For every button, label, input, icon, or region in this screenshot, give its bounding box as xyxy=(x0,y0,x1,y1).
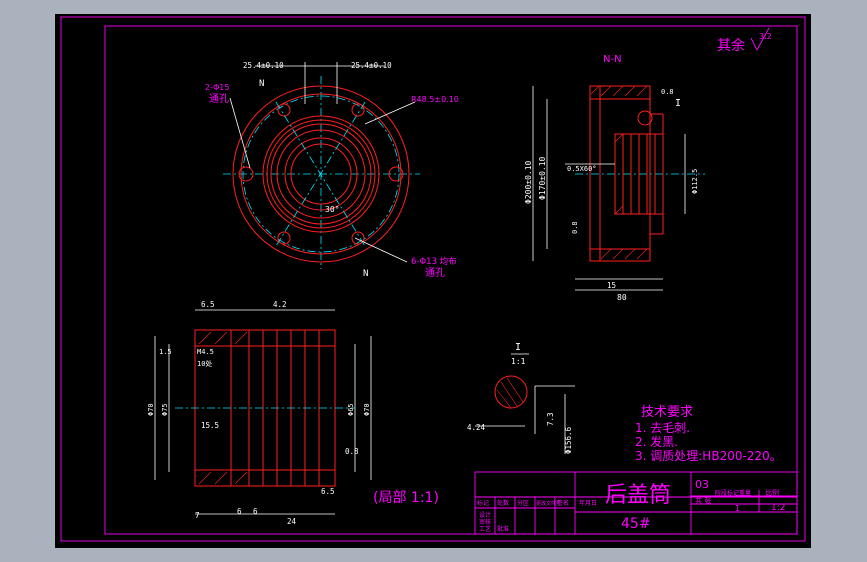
front-section-mark-bottom: N xyxy=(363,269,368,279)
cad-viewport[interactable]: 其余 3.2 25.4±0.10 25.4±0.10 2-Φ15 通孔 N xyxy=(55,14,811,548)
partial-dim-m: M4.5 xyxy=(197,348,214,356)
front-section-mark-top: N xyxy=(259,79,264,89)
section-thread-dim: 0.8 xyxy=(571,221,579,234)
partial-dia-right-2: Φ70 xyxy=(363,403,371,416)
title-row-label-0: 标记 xyxy=(477,499,489,507)
front-angle: 30° xyxy=(325,205,339,214)
tech-item-3: 3. 调质处理:HB200-220。 xyxy=(635,449,782,463)
title-row-label-4: 签名 xyxy=(557,499,569,507)
title-sign-3: 批准 xyxy=(497,525,509,533)
tech-item-2: 2. 发黑. xyxy=(635,434,678,449)
partial-dia-left-2: Φ75 xyxy=(161,403,169,416)
section-detail-mark: I xyxy=(675,98,681,109)
title-sheet-label: 共 张 xyxy=(695,496,711,505)
front-holes-6: 6-Φ13 均布 xyxy=(411,256,457,267)
partial-scale-note: (局部 1:1) xyxy=(373,490,439,506)
detail-dim-a: 4.24 xyxy=(467,423,486,432)
detail-dim-c: Φ156.6 xyxy=(564,426,573,454)
title-drawing-no: 03 xyxy=(695,478,709,491)
roughness-value: 3.2 xyxy=(759,32,772,41)
partial-dim-15: 1.5 xyxy=(159,348,172,356)
section-dia-mid: Φ170±0.10 xyxy=(538,156,547,200)
cad-drawing: 其余 3.2 25.4±0.10 25.4±0.10 2-Φ15 通孔 N xyxy=(60,16,806,542)
partial-dia-left-1: Φ70 xyxy=(147,403,155,416)
title-material: 45# xyxy=(621,516,651,532)
section-dim-80: 80 xyxy=(617,293,627,302)
partial-dim-155: 15.5 xyxy=(201,421,219,430)
partial-dim-10: 10处 xyxy=(197,359,212,368)
front-dim-right: 25.4±0.10 xyxy=(351,61,392,70)
section-dia-outer: Φ200±0.10 xyxy=(524,160,533,204)
front-dim-left: 25.4±0.10 xyxy=(243,61,284,70)
roughness-note: 其余 xyxy=(717,37,745,54)
front-holes-2: 2-Φ15 xyxy=(205,83,229,92)
section-dim-15: 15 xyxy=(607,281,616,290)
title-stage-0: 阶段标记 xyxy=(715,489,739,497)
front-holes-6-note: 通孔 xyxy=(425,267,445,279)
partial-dim-top-right: 4.2 xyxy=(273,300,287,309)
section-title: N-N xyxy=(603,54,622,65)
title-row-label-2: 分区 xyxy=(517,499,529,507)
detail-scale: 1:1 xyxy=(511,357,526,366)
partial-dim-bot-4: 24 xyxy=(287,517,297,526)
title-sign-1: 审核 xyxy=(479,518,491,526)
title-sign-2: 工艺 xyxy=(479,525,491,533)
roughness-symbol xyxy=(750,27,770,51)
title-scale-value: 1:2 xyxy=(771,503,785,513)
title-row-label-1: 处数 xyxy=(497,499,509,507)
section-thread: 0.5X60° xyxy=(567,165,597,173)
partial-dim-bot-5: 6.5 xyxy=(321,487,335,496)
tech-item-1: 1. 去毛刺. xyxy=(635,421,690,435)
detail-view xyxy=(475,353,575,454)
partial-dim-bot-2: 6 xyxy=(237,507,242,516)
title-row-label-5: 年月日 xyxy=(579,499,597,507)
partial-dim-bot-1: 7 xyxy=(195,511,200,520)
section-view xyxy=(532,85,705,291)
section-dia-inner: Φ112.5 xyxy=(691,169,699,194)
title-block xyxy=(474,471,798,535)
detail-dim-b: 7.3 xyxy=(546,412,555,426)
title-part-name: 后盖筒 xyxy=(605,483,671,508)
partial-dim-08: 0.8 xyxy=(345,447,359,456)
tech-title: 技术要求 xyxy=(641,405,693,420)
inner-frame xyxy=(104,25,798,535)
partial-view xyxy=(154,309,372,515)
partial-dim-bot-3: 6 xyxy=(253,507,258,516)
detail-title: I xyxy=(515,342,521,353)
title-sheet-value: 1 xyxy=(735,504,740,513)
front-holes-2-note: 通孔 xyxy=(209,93,229,105)
title-row-label-3: 更改文件号 xyxy=(536,500,561,507)
title-scale-label: 比例 xyxy=(765,488,779,497)
title-stage-1: 重量 xyxy=(739,489,751,497)
title-sign-0: 设计 xyxy=(479,511,491,519)
partial-dim-top-left: 6.5 xyxy=(201,300,215,309)
section-roughness: 0.8 xyxy=(661,88,674,96)
partial-dia-right-1: Φ65 xyxy=(347,403,355,416)
outer-frame xyxy=(60,16,806,542)
front-view xyxy=(223,62,420,269)
front-radius: R48.5±0.10 xyxy=(411,95,459,104)
